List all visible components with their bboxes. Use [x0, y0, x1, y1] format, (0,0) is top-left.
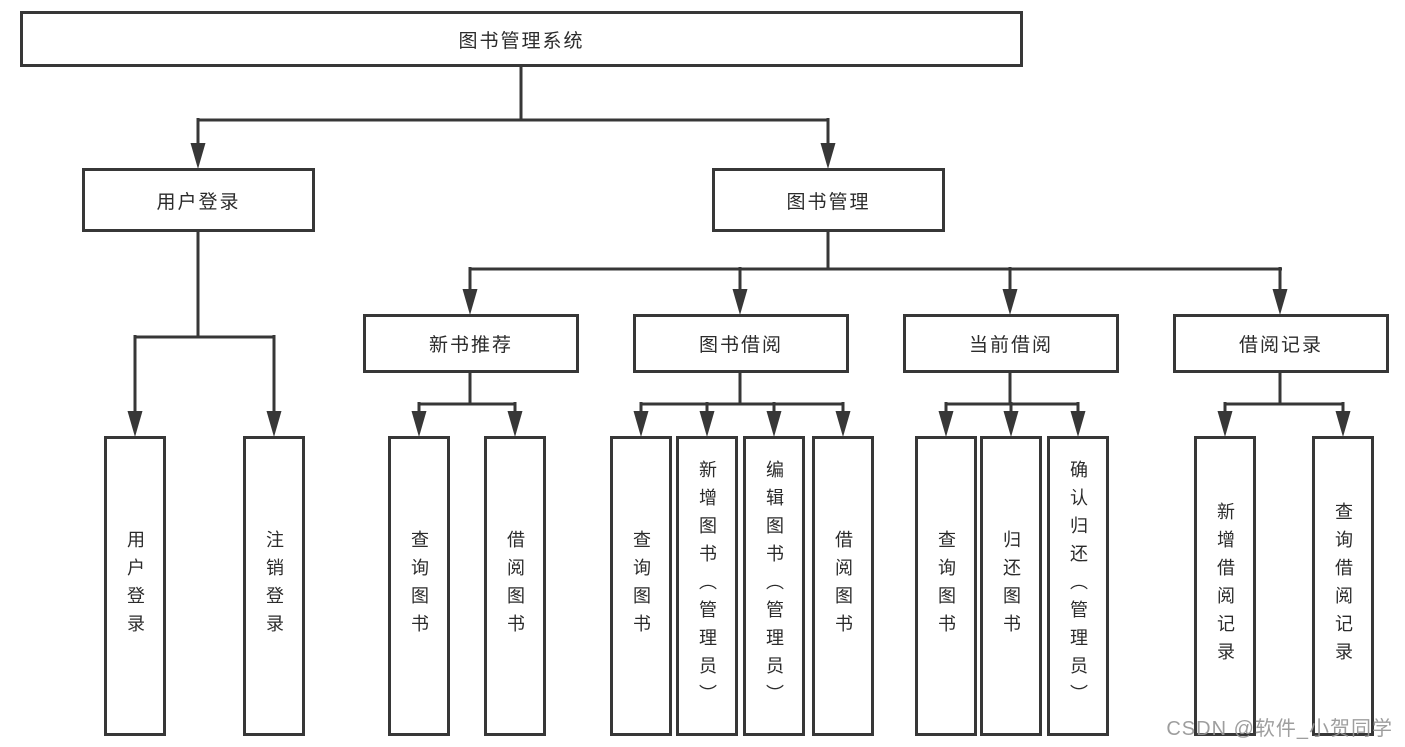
node-borrowing-records: 借阅记录 — [1173, 314, 1389, 373]
node-label: 图书管理 — [786, 191, 871, 213]
leaf-query-books-recommend: 查询图书 — [388, 436, 450, 736]
node-label: 借阅记录 — [1238, 335, 1323, 356]
leaf-label: 确认归还（管理员） — [1068, 460, 1088, 712]
leaf-return-books: 归还图书 — [980, 436, 1042, 736]
node-user-login: 用户登录 — [82, 168, 315, 232]
leaf-label: 注销登录 — [264, 530, 284, 642]
node-new-book-recommend: 新书推荐 — [363, 314, 579, 373]
node-current-borrowing: 当前借阅 — [903, 314, 1119, 373]
node-label: 图书借阅 — [698, 335, 783, 356]
leaf-edit-book-admin: 编辑图书（管理员） — [743, 436, 805, 736]
leaf-label: 新增借阅记录 — [1215, 502, 1235, 670]
node-label: 图书管理系统 — [458, 30, 585, 52]
leaf-confirm-return-admin: 确认归还（管理员） — [1047, 436, 1109, 736]
leaf-query-books-current: 查询图书 — [915, 436, 977, 736]
leaf-label: 借阅图书 — [833, 530, 853, 642]
leaf-user-login: 用户登录 — [104, 436, 166, 736]
leaf-label: 借阅图书 — [505, 530, 525, 642]
leaf-borrow-books-recommend: 借阅图书 — [484, 436, 546, 736]
leaf-add-borrow-record: 新增借阅记录 — [1194, 436, 1256, 736]
leaf-label: 编辑图书（管理员） — [764, 460, 784, 712]
leaf-add-book-admin: 新增图书（管理员） — [676, 436, 738, 736]
leaf-label: 归还图书 — [1001, 530, 1021, 642]
leaf-borrow-books: 借阅图书 — [812, 436, 874, 736]
leaf-label: 查询图书 — [936, 530, 956, 642]
node-label: 当前借阅 — [968, 335, 1053, 356]
node-label: 用户登录 — [156, 191, 241, 213]
node-book-management: 图书管理 — [712, 168, 945, 232]
leaf-label: 查询借阅记录 — [1333, 502, 1353, 670]
leaf-query-books-borrowing: 查询图书 — [610, 436, 672, 736]
leaf-label: 新增图书（管理员） — [697, 460, 717, 712]
node-book-borrowing: 图书借阅 — [633, 314, 849, 373]
node-library-management-system: 图书管理系统 — [20, 11, 1023, 67]
leaf-label: 查询图书 — [409, 530, 429, 642]
leaf-label: 查询图书 — [631, 530, 651, 642]
node-label: 新书推荐 — [428, 335, 513, 356]
leaf-query-borrow-record: 查询借阅记录 — [1312, 436, 1374, 736]
leaf-logout: 注销登录 — [243, 436, 305, 736]
leaf-label: 用户登录 — [125, 530, 145, 642]
